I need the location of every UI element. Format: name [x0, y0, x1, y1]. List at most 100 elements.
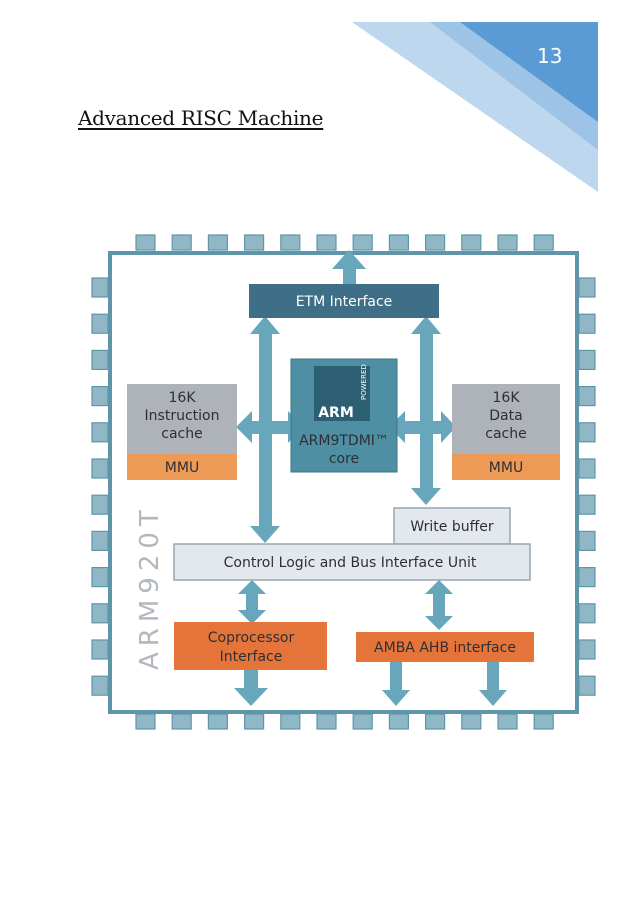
pin-right	[578, 313, 596, 334]
pin-right	[578, 277, 596, 298]
pin-top	[352, 234, 373, 251]
pin-left	[91, 277, 109, 298]
pin-top	[425, 234, 446, 251]
pin-left	[91, 313, 109, 334]
pin-bottom	[207, 713, 228, 730]
instruction-cache-block: 16K Instruction cache MMU	[127, 384, 237, 480]
pin-top	[316, 234, 337, 251]
amba-ahb-block: AMBA AHB interface	[356, 632, 534, 662]
pin-right	[578, 603, 596, 624]
pin-left	[91, 603, 109, 624]
pin-top	[497, 234, 518, 251]
pin-left	[91, 386, 109, 407]
etm-interface-block: ETM Interface	[249, 284, 439, 318]
pin-bottom	[280, 713, 301, 730]
pin-left	[91, 675, 109, 696]
pin-right	[578, 458, 596, 479]
corner-decoration	[352, 22, 598, 192]
dcache-size-label: 16K	[493, 390, 521, 406]
link-dcache-head-right	[441, 411, 456, 443]
pin-bottom	[461, 713, 482, 730]
pin-top	[533, 234, 554, 251]
control-logic-block: Control Logic and Bus Interface Unit	[173, 543, 531, 581]
dcache-mmu-label: MMU	[489, 460, 523, 476]
pin-left	[91, 566, 109, 588]
control-logic-label: Control Logic and Bus Interface Unit	[224, 555, 477, 571]
pin-bottom	[316, 713, 337, 730]
pin-bottom	[244, 713, 265, 730]
icache-mmu-label: MMU	[165, 460, 199, 476]
pin-top	[388, 234, 409, 251]
pin-right	[578, 639, 596, 660]
pin-left	[91, 422, 109, 443]
pin-right	[578, 530, 596, 552]
data-paths	[234, 250, 507, 706]
arrow-amba-out-left-head	[382, 690, 410, 706]
core-name-label: ARM9TDMI™	[299, 433, 389, 449]
pin-left	[91, 639, 109, 660]
pin-top	[461, 234, 482, 251]
arrow-amba-out-right	[487, 662, 499, 692]
data-cache-block: 16K Data cache MMU	[452, 384, 560, 480]
pin-bottom	[497, 713, 518, 730]
pin-top	[207, 234, 228, 251]
pin-right	[578, 349, 596, 370]
link-control-coproc-down	[238, 610, 266, 624]
pin-bottom	[135, 713, 156, 730]
pin-bottom	[171, 713, 192, 730]
arrow-amba-out-right-head	[479, 690, 507, 706]
coprocessor-block: Coprocessor Interface	[174, 622, 327, 670]
pin-left	[91, 349, 109, 370]
link-control-coproc	[246, 592, 258, 612]
bus-right-vertical	[420, 332, 433, 492]
link-icache-head-left	[236, 411, 252, 443]
link-control-amba	[433, 592, 445, 618]
dcache-type-label: Data	[489, 408, 522, 424]
coprocessor-label-line2: Interface	[220, 649, 283, 665]
arrow-etm-out-head	[332, 250, 366, 269]
pin-left	[91, 530, 109, 552]
chip-pins	[91, 234, 596, 730]
pin-bottom	[533, 713, 554, 730]
bus-left-head-up	[250, 316, 280, 334]
arm-logo-text: ARM	[318, 405, 354, 421]
pin-right	[578, 422, 596, 443]
icache-cache-label: cache	[161, 426, 202, 442]
link-dcache-core	[403, 421, 443, 434]
link-control-amba-down	[425, 616, 453, 630]
coprocessor-label-line1: Coprocessor	[208, 630, 295, 646]
write-buffer-label: Write buffer	[410, 519, 493, 535]
page-title: Advanced RISC Machine	[78, 106, 324, 130]
arrow-amba-out-left	[390, 662, 402, 692]
amba-ahb-label: AMBA AHB interface	[374, 640, 516, 656]
bus-right-head-up	[411, 316, 441, 334]
icache-size-label: 16K	[169, 390, 197, 406]
arrow-coproc-out	[244, 670, 258, 690]
pin-bottom	[388, 713, 409, 730]
pin-top	[280, 234, 301, 251]
chip-name-label: ARM920T	[135, 504, 165, 670]
etm-interface-label: ETM Interface	[296, 294, 393, 310]
pin-bottom	[352, 713, 373, 730]
write-buffer-block: Write buffer	[393, 507, 511, 545]
arm-core-block: ARM POWERED ARM9TDMI™ core	[290, 358, 398, 473]
link-control-amba-up	[425, 580, 453, 594]
icache-mmu-block	[127, 454, 237, 480]
link-control-coproc-up	[238, 580, 266, 594]
pin-bottom	[425, 713, 446, 730]
pin-right	[578, 386, 596, 407]
pin-left	[91, 494, 109, 515]
pin-top	[244, 234, 265, 251]
dcache-cache-label: cache	[485, 426, 526, 442]
link-icache-core	[250, 421, 290, 434]
pin-right	[578, 494, 596, 515]
pin-right	[578, 566, 596, 588]
page-number: 13	[537, 44, 563, 68]
bus-right-head-down	[411, 488, 441, 505]
arrow-etm-out	[343, 268, 356, 284]
pin-left	[91, 458, 109, 479]
icache-type-label: Instruction	[145, 408, 220, 424]
arm-logo	[314, 366, 370, 421]
pin-top	[171, 234, 192, 251]
